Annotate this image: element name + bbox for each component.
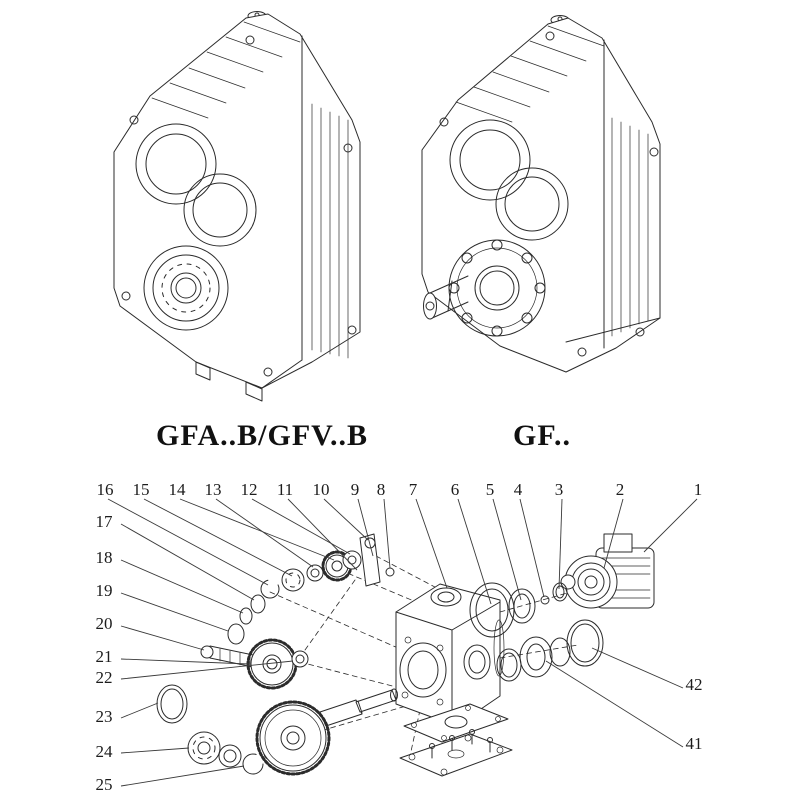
part-number-9: 9: [350, 480, 360, 499]
output-shaft-parts: [156, 684, 398, 776]
part-number-17: 17: [95, 512, 113, 531]
part-number-21: 21: [95, 647, 113, 666]
part-number-25: 25: [95, 775, 113, 794]
exploded-view: [156, 533, 655, 777]
part-number-20: 20: [95, 614, 113, 633]
output-flange: [448, 239, 546, 337]
part-number-8: 8: [376, 480, 386, 499]
rib-hatch-right: [455, 25, 605, 123]
intermediate-shaft-parts: [200, 623, 309, 690]
part-number-13: 13: [204, 480, 222, 499]
screws: [429, 729, 493, 759]
part-number-6: 6: [450, 480, 460, 499]
input-shaft-parts: [239, 533, 395, 625]
part-number-42: 42: [685, 675, 703, 694]
gearbox-drawing-gfab-gfvb: [113, 11, 361, 402]
part-number-22: 22: [95, 668, 113, 687]
part-number-1: 1: [693, 480, 703, 499]
part-number-24: 24: [95, 742, 113, 761]
side-fins-right: [611, 117, 649, 337]
part-number-5: 5: [485, 480, 495, 499]
part-number-7: 7: [408, 480, 418, 499]
rib-hatch-left: [151, 21, 301, 119]
part-number-2: 2: [615, 480, 625, 499]
part-number-14: 14: [168, 480, 186, 499]
motor-side-rings: [469, 582, 568, 638]
side-fins-left: [311, 103, 349, 359]
gear-housing: [395, 583, 505, 727]
part-number-11: 11: [276, 480, 294, 499]
model-caption-gfab-gfvb: GFA..B/GFV..B: [156, 419, 368, 452]
output-shaft: [423, 275, 469, 320]
model-caption-gf: GF..: [513, 419, 571, 452]
output-side-rings: [496, 619, 604, 682]
part-number-41: 41: [685, 734, 703, 753]
part-number-19: 19: [95, 581, 113, 600]
bearing-detail: [143, 245, 229, 331]
gearbox-drawing-gf: [421, 15, 661, 373]
part-number-3: 3: [554, 480, 564, 499]
leader-lines: [107, 498, 698, 787]
part-number-12: 12: [240, 480, 258, 499]
part-number-4: 4: [513, 480, 523, 499]
motor: [560, 533, 655, 609]
part-number-15: 15: [132, 480, 150, 499]
part-number-16: 16: [96, 480, 114, 499]
gasket-and-plate: [399, 703, 513, 777]
part-number-10: 10: [312, 480, 330, 499]
part-number-23: 23: [95, 707, 113, 726]
part-number-18: 18: [95, 548, 113, 567]
